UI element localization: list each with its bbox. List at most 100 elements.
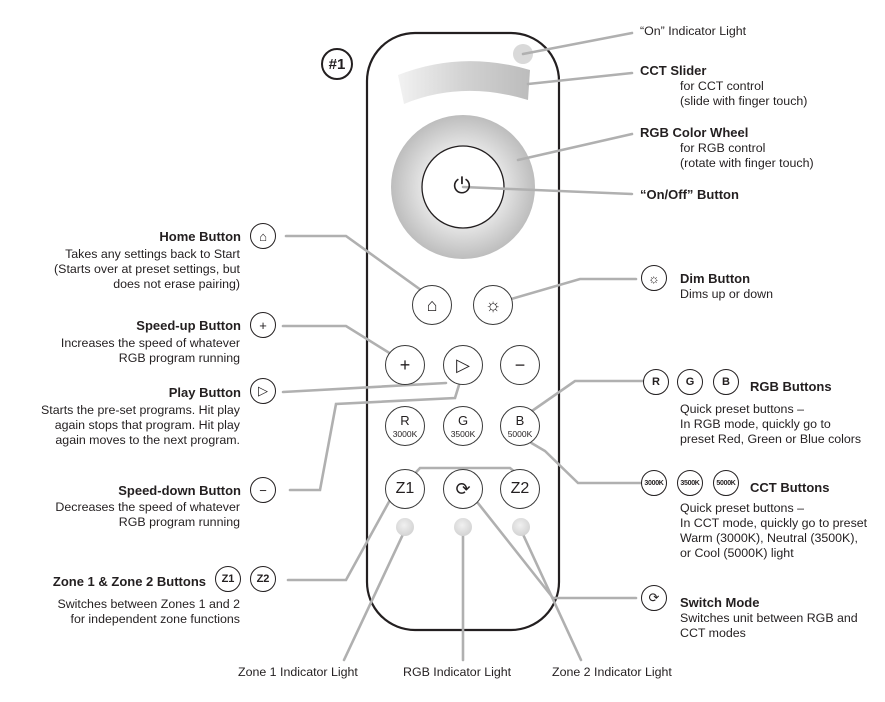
speed-up-button[interactable]: +	[385, 345, 425, 385]
home-line3: does not erase pairing)	[113, 277, 240, 291]
k3500-ref-text: 3500K	[680, 479, 700, 487]
switch-ref-icon: ⟳	[641, 585, 667, 611]
minus-icon: −	[514, 355, 526, 375]
rgb-indicator-led	[454, 518, 472, 536]
home-ref-icon: ⌂	[250, 223, 276, 249]
g-ref-icon: G	[677, 369, 703, 395]
sun-icon: ☼	[484, 295, 502, 315]
play-icon: ▷	[456, 355, 470, 375]
switch-mode-button[interactable]: ⟳	[443, 469, 483, 509]
r-letter: R	[400, 413, 410, 428]
badge-text: #1	[328, 55, 346, 73]
zone1-indicator-led	[396, 518, 414, 536]
g-3500k-button[interactable]: G 3500K	[443, 406, 483, 446]
cct-buttons-line1: Quick preset buttons –	[680, 501, 804, 515]
switch-line1: Switches unit between RGB and	[680, 611, 858, 625]
switch-title: Switch Mode	[680, 595, 760, 610]
k3500-ref-icon: 3500K	[677, 470, 703, 496]
speed-down-button[interactable]: −	[500, 345, 540, 385]
cct-buttons-line3: Warm (3000K), Neutral (3500K),	[680, 531, 858, 545]
z2-label: Z2	[510, 480, 530, 497]
switch-icon: ⟳	[648, 590, 660, 605]
rgb-buttons-title: RGB Buttons	[750, 379, 832, 394]
play-button[interactable]: ▷	[443, 345, 483, 385]
cct-slider	[398, 61, 530, 104]
minus-ref-icon: −	[250, 477, 276, 503]
zone2-indicator-led	[512, 518, 530, 536]
g-temp: 3500K	[450, 429, 476, 439]
cct-slider-title: CCT Slider	[640, 63, 707, 78]
number-badge: #1	[321, 48, 353, 80]
dim-line1: Dims up or down	[680, 287, 773, 301]
cct-slider-line1: for CCT control	[680, 79, 764, 93]
cct-buttons-line4: or Cool (5000K) light	[680, 546, 794, 560]
z2-ref-icon: Z2	[250, 566, 276, 592]
plus-ref-icon: +	[250, 312, 276, 338]
speeddown-title: Speed-down Button	[118, 483, 241, 498]
rgb-buttons-line1: Quick preset buttons –	[680, 402, 804, 416]
b-letter: B	[515, 413, 525, 428]
dim-button[interactable]: ☼	[473, 285, 513, 325]
speeddown-line2: RGB program running	[118, 515, 240, 529]
play-ref-icon: ▷	[250, 378, 276, 404]
z1-ref-icon: Z1	[215, 566, 241, 592]
speeddown-line1: Decreases the speed of whatever	[55, 500, 240, 514]
cct-buttons-title: CCT Buttons	[750, 480, 830, 495]
zone2-button[interactable]: Z2	[500, 469, 540, 509]
play-line1: Starts the pre-set programs. Hit play	[40, 403, 240, 417]
k3000-ref-icon: 3000K	[641, 470, 667, 496]
z2-ref-text: Z2	[256, 573, 270, 585]
z1-label: Z1	[395, 480, 415, 497]
play-line3: again moves to the next program.	[55, 433, 240, 447]
z1-ref-text: Z1	[221, 573, 235, 585]
dim-ref-icon: ☼	[641, 265, 667, 291]
zone1-light-label: Zone 1 Indicator Light	[238, 665, 358, 679]
k5000-ref-text: 5000K	[716, 479, 736, 487]
b-ref-text: B	[722, 376, 730, 388]
home-button[interactable]: ⌂	[412, 285, 452, 325]
rgb-buttons-line2: In RGB mode, quickly go to	[680, 417, 831, 431]
b-temp: 5000K	[507, 429, 533, 439]
switch-line2: CCT modes	[680, 626, 746, 640]
home-title: Home Button	[159, 229, 241, 244]
leader-lines	[281, 31, 645, 662]
switch-icon: ⟳	[455, 479, 471, 499]
b-5000k-button[interactable]: B 5000K	[500, 406, 540, 446]
play-title: Play Button	[168, 385, 241, 400]
r-ref-icon: R	[643, 369, 669, 395]
rgb-wheel-line1: for RGB control	[680, 141, 766, 155]
minus-icon: −	[259, 482, 267, 498]
rgb-light-label: RGB Indicator Light	[403, 665, 512, 679]
plus-icon: +	[259, 317, 267, 333]
zone-title: Zone 1 & Zone 2 Buttons	[52, 574, 206, 589]
speedup-line2: RGB program running	[118, 351, 240, 365]
home-icon: ⌂	[259, 228, 267, 244]
cct-slider-line2: (slide with finger touch)	[680, 94, 808, 108]
r-temp: 3000K	[392, 429, 418, 439]
k5000-ref-icon: 5000K	[713, 470, 739, 496]
home-icon: ⌂	[426, 295, 438, 315]
rgb-buttons-line3: preset Red, Green or Blue colors	[680, 432, 862, 446]
k3000-ref-text: 3000K	[644, 479, 664, 487]
b-ref-icon: B	[713, 369, 739, 395]
power-button[interactable]: ⏻	[442, 166, 482, 206]
power-icon: ⏻	[453, 173, 471, 198]
onoff-title: “On/Off” Button	[640, 187, 739, 202]
play-icon: ▷	[258, 383, 268, 398]
r-ref-text: R	[652, 376, 660, 388]
home-line1: Takes any settings back to Start	[65, 247, 240, 261]
rgb-wheel-title: RGB Color Wheel	[640, 125, 749, 140]
home-line2: (Starts over at preset settings, but	[54, 262, 240, 276]
zone-line1: Switches between Zones 1 and 2	[57, 597, 240, 611]
speedup-line1: Increases the speed of whatever	[60, 336, 240, 350]
sun-icon: ☼	[648, 270, 660, 286]
zone1-button[interactable]: Z1	[385, 469, 425, 509]
r-3000k-button[interactable]: R 3000K	[385, 406, 425, 446]
speedup-title: Speed-up Button	[136, 318, 241, 333]
plus-icon: +	[399, 355, 411, 375]
rgb-wheel-line2: (rotate with finger touch)	[680, 156, 814, 170]
g-ref-text: G	[685, 376, 695, 388]
dim-title: Dim Button	[680, 271, 751, 286]
play-line2: again stops that program. Hit play	[54, 418, 240, 432]
on-indicator-label: “On” Indicator Light	[640, 24, 747, 38]
